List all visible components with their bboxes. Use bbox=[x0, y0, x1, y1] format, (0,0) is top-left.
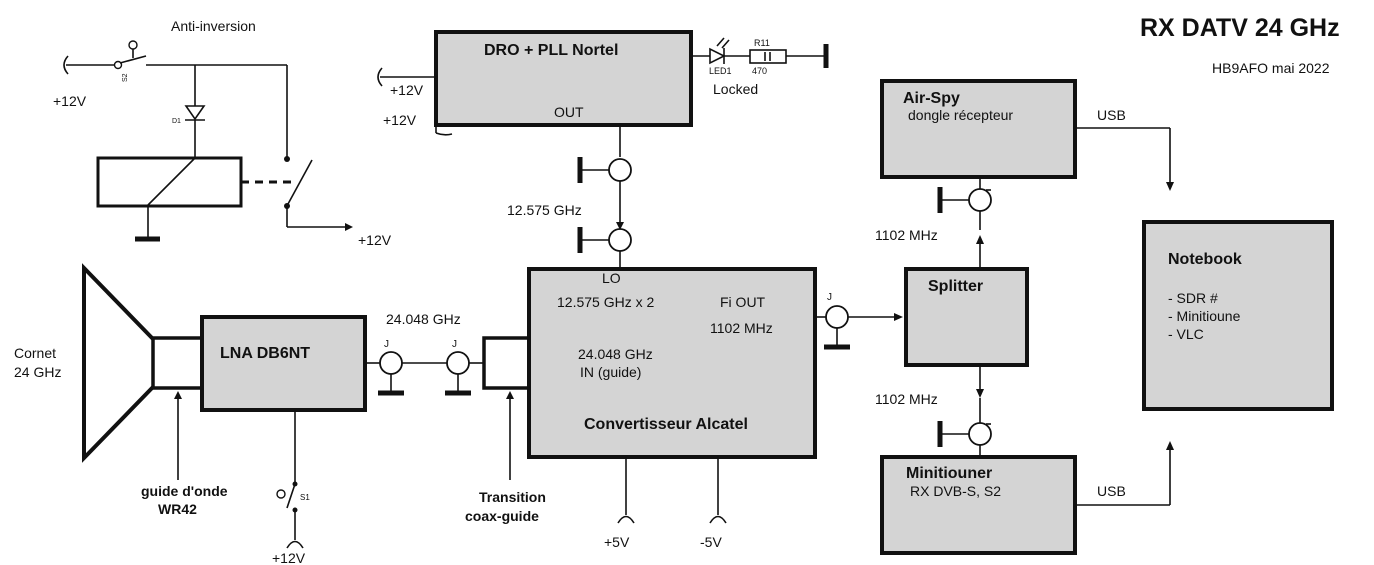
if-connector bbox=[825, 305, 849, 329]
relay-contact bbox=[287, 159, 313, 205]
minitiouner-title: Minitiouner bbox=[906, 465, 992, 482]
resistor-label: R11 bbox=[754, 38, 770, 48]
supply-in-label: +12V bbox=[53, 93, 87, 109]
relay-coil bbox=[96, 156, 243, 208]
dro-supply2-label: +12V bbox=[383, 112, 417, 128]
lo-connector-top bbox=[608, 158, 632, 182]
lna-connector-j1 bbox=[379, 351, 403, 375]
minitiouner-block: Minitiouner RX DVB-S, S2 USB bbox=[880, 441, 1174, 555]
dro-title: DRO + PLL Nortel bbox=[484, 42, 618, 59]
lo-coax-path: 12.575 GHz bbox=[507, 125, 632, 269]
diode-label: D1 bbox=[172, 118, 181, 125]
converter-title: Convertisseur Alcatel bbox=[584, 416, 748, 433]
horn-label-1: Cornet bbox=[14, 345, 56, 361]
switch-s1-label: S1 bbox=[300, 493, 310, 502]
minitiouner-subtitle: RX DVB-S, S2 bbox=[910, 483, 1001, 499]
lna-frequency-label: 24.048 GHz bbox=[386, 311, 461, 327]
connector-j2-label: J bbox=[452, 339, 457, 350]
diode-d1 bbox=[184, 105, 206, 121]
converter-lo-label: LO bbox=[602, 270, 621, 286]
converter-vneg-label: -5V bbox=[700, 534, 722, 550]
transition-label-2: coax-guide bbox=[465, 508, 539, 524]
notebook-title: Notebook bbox=[1168, 251, 1242, 268]
waveguide-label-1: guide d'onde bbox=[141, 483, 228, 499]
diagram-title: RX DATV 24 GHz bbox=[1140, 14, 1340, 42]
splitter-bottom-freq: 1102 MHz bbox=[875, 391, 938, 407]
splitter-block: Splitter 1102 MHz 1102 MHz bbox=[875, 227, 1029, 407]
dro-pll-block: DRO + PLL Nortel OUT +12V +12V LED1 R11 … bbox=[377, 30, 829, 136]
switch-s2-lever bbox=[119, 55, 147, 64]
anti-inversion-circuit: Anti-inversion S2 +12V D1 +12V bbox=[53, 18, 392, 248]
supply-out-label: +12V bbox=[358, 232, 392, 248]
author-date: HB9AFO mai 2022 bbox=[1212, 60, 1330, 76]
airspy-block: Air-Spy dongle récepteur USB bbox=[880, 79, 1174, 191]
converter-vpos-label: +5V bbox=[604, 534, 630, 550]
minitiouner-usb-label: USB bbox=[1097, 483, 1126, 499]
dro-supply1-label: +12V bbox=[390, 82, 424, 98]
switch-s1-lever bbox=[286, 483, 296, 509]
locked-label: Locked bbox=[713, 81, 758, 97]
airspy-title: Air-Spy bbox=[903, 90, 960, 107]
led-label: LED1 bbox=[709, 66, 732, 76]
minitiouner-coax bbox=[937, 398, 992, 457]
lo-connector-bottom bbox=[608, 228, 632, 252]
airspy-subtitle: dongle récepteur bbox=[908, 107, 1013, 123]
notebook-block: Notebook - SDR # - Minitioune - VLC bbox=[1142, 220, 1334, 411]
converter-fi-freq: 1102 MHz bbox=[710, 320, 773, 336]
connector-j1-label: J bbox=[384, 339, 389, 350]
anti-inversion-label: Anti-inversion bbox=[171, 18, 256, 34]
coax-guide-transition bbox=[482, 336, 531, 390]
lna-supply-label: +12V bbox=[272, 550, 306, 565]
splitter-title: Splitter bbox=[928, 278, 983, 295]
notebook-item-minitioune: - Minitioune bbox=[1168, 308, 1241, 324]
switch-s2-pivot bbox=[113, 60, 123, 70]
resistor-value: 470 bbox=[752, 66, 767, 76]
horn-antenna: Cornet 24 GHz guide d'onde WR42 bbox=[14, 263, 228, 517]
if-connector-label: J bbox=[827, 292, 832, 303]
lna-connector-j2 bbox=[446, 351, 470, 375]
converter-in-label: IN (guide) bbox=[580, 364, 641, 380]
transition-label-1: Transition bbox=[479, 489, 546, 505]
if-coax: J bbox=[815, 292, 903, 350]
waveguide-wr42 bbox=[151, 336, 204, 390]
airspy-connector bbox=[968, 188, 992, 212]
minitiouner-connector bbox=[968, 422, 992, 446]
dro-out-label: OUT bbox=[554, 104, 584, 120]
resistor-r11 bbox=[749, 49, 787, 64]
horn-label-2: 24 GHz bbox=[14, 364, 61, 380]
converter-block: LO 12.575 GHz x 2 Fi OUT 1102 MHz 24.048… bbox=[527, 267, 817, 550]
splitter-top-freq: 1102 MHz bbox=[875, 227, 938, 243]
converter-mult-label: 12.575 GHz x 2 bbox=[557, 294, 654, 310]
notebook-item-sdr: - SDR # bbox=[1168, 290, 1218, 306]
airspy-coax bbox=[937, 177, 992, 230]
converter-in-freq: 24.048 GHz bbox=[578, 346, 653, 362]
led-lock-indicator bbox=[709, 47, 726, 65]
lna-output-coax: 24.048 GHz J J Transition coax-guide bbox=[365, 311, 546, 524]
notebook-item-vlc: - VLC bbox=[1168, 326, 1204, 342]
lo-frequency-label: 12.575 GHz bbox=[507, 202, 582, 218]
supply-terminal bbox=[63, 55, 69, 75]
waveguide-label-2: WR42 bbox=[158, 501, 197, 517]
switch-s2-label: S2 bbox=[122, 73, 129, 82]
lna-title: LNA DB6NT bbox=[220, 345, 310, 362]
converter-fi-label: Fi OUT bbox=[720, 294, 766, 310]
airspy-usb-label: USB bbox=[1097, 107, 1126, 123]
lna-block: LNA DB6NT S1 +12V bbox=[200, 315, 367, 565]
